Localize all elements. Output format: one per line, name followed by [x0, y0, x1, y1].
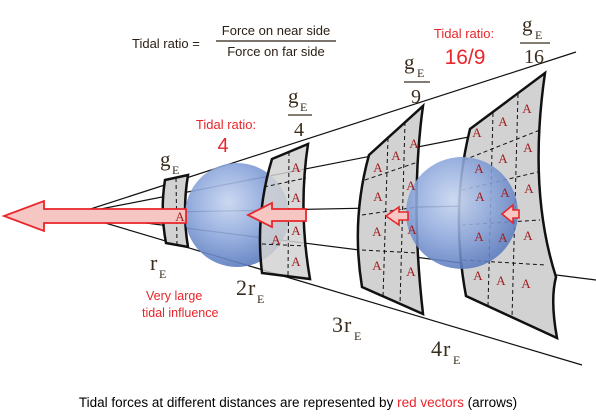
cone-line-bottom — [74, 213, 583, 366]
frame-3-grid — [361, 206, 418, 216]
distance-label-sub: E — [354, 329, 361, 343]
tidal-vectors — [1, 199, 520, 233]
tidal-ratio-far-title: Tidal ratio: — [434, 26, 494, 41]
distance-label-3: 3 r E — [332, 312, 361, 343]
gravity-label-denominator: 4 — [294, 119, 304, 141]
tidal-ratio-far: Tidal ratio: 16/9 — [434, 26, 494, 69]
formula-numerator: Force on near side — [222, 23, 330, 38]
cell-letter: A — [391, 148, 401, 163]
cell-letter: A — [523, 140, 533, 155]
gravity-label-sub: E — [172, 163, 179, 177]
tidal-ratio-far-value: 16/9 — [445, 46, 486, 69]
cell-letter: A — [175, 209, 185, 224]
cell-letter: A — [498, 114, 508, 129]
cell-letter: A — [474, 229, 484, 244]
tidal-ratio-near: Tidal ratio: 4 — [196, 117, 256, 157]
cell-letter: A — [407, 222, 417, 237]
caption-before: Tidal forces at different distances are … — [79, 395, 397, 410]
cell-letter: A — [496, 273, 506, 288]
distance-label-main: r — [443, 336, 451, 361]
tidal-ratio-formula: Tidal ratio = Force on near side Force o… — [132, 23, 336, 59]
gravity-label-denominator: 16 — [524, 46, 544, 68]
caption-highlight: red vectors — [397, 395, 464, 410]
caption: Tidal forces at different distances are … — [79, 395, 517, 410]
distance-label-coef: 2 — [236, 275, 247, 300]
distance-labels: r E 2 r E 3 r E 4 r E — [150, 250, 460, 367]
tidal-vector-small-right — [500, 203, 520, 225]
cell-letter: A — [521, 276, 531, 291]
cell-letter: A — [271, 232, 281, 247]
distance-label-main: r — [344, 312, 352, 337]
tidal-ratio-near-title: Tidal ratio: — [196, 117, 256, 132]
cone-line-top — [74, 51, 577, 215]
formula-denominator: Force on far side — [227, 44, 325, 59]
gravity-label-main: g — [288, 84, 299, 108]
cell-letter: A — [291, 160, 301, 175]
cell-letter: A — [291, 190, 301, 205]
cell-letter: A — [522, 101, 532, 116]
tidal-ratio-near-value: 4 — [217, 135, 228, 157]
cell-letter: A — [409, 136, 419, 151]
gravity-label-sub: E — [417, 66, 424, 80]
cell-letter: A — [500, 185, 510, 200]
gravity-label-main: g — [522, 12, 533, 36]
tidal-vector-medium — [245, 201, 307, 229]
distance-label-main: r — [248, 275, 256, 300]
frame-2-grid — [261, 243, 307, 247]
cell-letter: A — [524, 181, 534, 196]
influence-note-line-2: tidal influence — [142, 306, 218, 320]
cell-letter: A — [291, 254, 301, 269]
distance-label-2: 2 r E — [236, 275, 264, 306]
gravity-label-main: g — [160, 147, 171, 171]
gravity-label-16: g E 16 — [520, 12, 550, 68]
cell-letter: A — [406, 264, 416, 279]
frame-2-grid — [263, 177, 307, 188]
caption-after: (arrows) — [464, 395, 517, 410]
frame-4-grid — [461, 219, 541, 226]
distance-label-sub: E — [453, 353, 460, 367]
gravity-label-denominator: 9 — [411, 86, 421, 108]
tidal-vector-small-left — [384, 205, 409, 227]
distance-label-coef: 4 — [431, 336, 442, 361]
cell-letter: A — [372, 224, 382, 239]
cell-letter: A — [373, 189, 383, 204]
formula-lhs: Tidal ratio = — [132, 36, 200, 51]
tidal-vector-large — [1, 199, 187, 233]
gravity-label-4: g E 4 — [288, 84, 312, 141]
influence-note: Very large tidal influence — [142, 289, 218, 320]
cell-letter: A — [474, 161, 484, 176]
gravity-label-1: g E — [160, 147, 179, 177]
influence-note-line-1: Very large — [146, 289, 202, 303]
distance-label-1: r E — [150, 250, 166, 281]
distance-label-coef: 3 — [332, 312, 343, 337]
cell-letter: A — [373, 160, 383, 175]
cell-letter: A — [473, 268, 483, 283]
frame-3-grid — [361, 249, 419, 254]
distance-label-sub: E — [257, 292, 264, 306]
cell-letter: A — [372, 258, 382, 273]
distance-label-sub: E — [159, 267, 166, 281]
gravity-label-main: g — [404, 50, 415, 74]
cell-letter: A — [498, 230, 508, 245]
cell-letter: A — [406, 178, 416, 193]
cell-letter: A — [291, 223, 301, 238]
gravity-label-sub: E — [300, 100, 307, 114]
gravity-label-sub: E — [535, 28, 542, 42]
gravity-labels: g E g E 4 g E 9 g E 16 — [160, 12, 550, 177]
cell-letter: A — [472, 125, 482, 140]
frame-3-surface — [356, 102, 425, 317]
frame-3-grid — [364, 161, 419, 181]
cell-letter: A — [498, 151, 508, 166]
frame-3 — [356, 102, 425, 317]
distance-label-main: r — [150, 250, 158, 275]
frame-4-grid — [461, 171, 539, 191]
cell-letter: A — [523, 228, 533, 243]
gravity-label-9: g E 9 — [404, 50, 430, 108]
sphere-2 — [406, 157, 518, 269]
cell-letter: A — [475, 189, 485, 204]
frame-3-grid — [382, 137, 389, 298]
distance-label-4: 4 r E — [431, 336, 460, 367]
